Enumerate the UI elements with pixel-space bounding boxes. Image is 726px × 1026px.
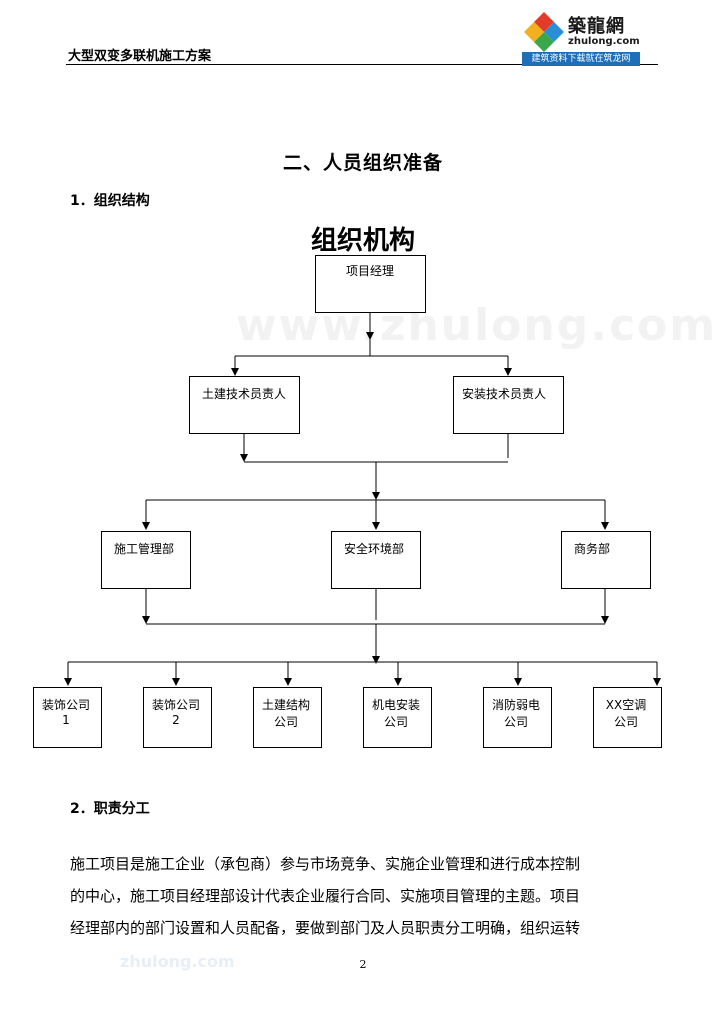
org-node-label: 消防弱电公司: [491, 698, 540, 729]
org-node-construction-mgmt: 施工管理部: [101, 531, 191, 589]
org-node-fire-lowvoltage-co: 消防弱电公司: [483, 687, 552, 748]
org-node-commerce: 商务部: [561, 531, 651, 589]
org-node-label: 装饰公司2: [151, 698, 200, 727]
org-node-label: 机电安装公司: [371, 698, 420, 729]
org-node-label: 装饰公司1: [41, 698, 90, 727]
zhulong-logo: [522, 8, 640, 64]
paragraph-line: 经理部内的部门设置和人员配备，要做到部门及人员职责分工明确，组织运转: [70, 919, 581, 937]
org-node-label: 安全环境部: [344, 542, 405, 556]
org-node-label: 施工管理部: [114, 542, 175, 556]
footer-watermark: zhulong.com: [120, 952, 235, 971]
logo-mark-icon: [524, 12, 564, 52]
paragraph-line: 的中心，施工项目经理部设计代表企业履行合同、实施项目管理的主题。项目: [70, 887, 581, 905]
org-node-label: 土建技术员责人: [202, 387, 287, 401]
org-node-label: 商务部: [574, 542, 611, 556]
subsection-heading-structure: 1．组织结构: [70, 193, 150, 209]
org-node-mep-install-co: 机电安装公司: [363, 687, 432, 748]
org-node-civil-structure-co: 土建结构公司: [253, 687, 322, 748]
org-node-xx-aircon-co: XX空调公司: [593, 687, 662, 748]
paragraph-line: 施工项目是施工企业（承包商）参与市场竞争、实施企业管理和进行成本控制: [70, 855, 581, 873]
org-node-safety-env: 安全环境部: [331, 531, 421, 589]
section-title: 二、人员组织准备: [282, 152, 443, 174]
org-node-decor-co-1: 装饰公司1: [33, 687, 102, 748]
logo-site: zhulong.com: [568, 36, 640, 47]
org-node-label: 安装技术员责人: [462, 387, 547, 401]
org-chart-title: 组织机构: [310, 226, 415, 256]
document-header-title: 大型双变多联机施工方案: [68, 49, 212, 64]
org-node-label: XX空调公司: [605, 698, 647, 729]
page-number: 2: [359, 958, 367, 971]
logo-wordmark: 築龍網: [568, 16, 625, 37]
logo-slogan: 建筑资料下载就在筑龙网: [522, 52, 640, 66]
org-node-install-tech-lead: 安装技术员责人: [453, 376, 564, 434]
header-divider: [66, 64, 658, 65]
org-node-label: 项目经理: [346, 264, 395, 278]
org-node-project-manager: 项目经理: [315, 255, 426, 313]
subsection-heading-duties: 2．职责分工: [70, 801, 150, 817]
org-node-label: 土建结构公司: [261, 698, 310, 729]
org-node-civil-tech-lead: 土建技术员责人: [189, 376, 300, 434]
body-paragraph: 施工项目是施工企业（承包商）参与市场竞争、实施企业管理和进行成本控制 的中心，施…: [70, 848, 660, 944]
org-node-decor-co-2: 装饰公司2: [143, 687, 212, 748]
